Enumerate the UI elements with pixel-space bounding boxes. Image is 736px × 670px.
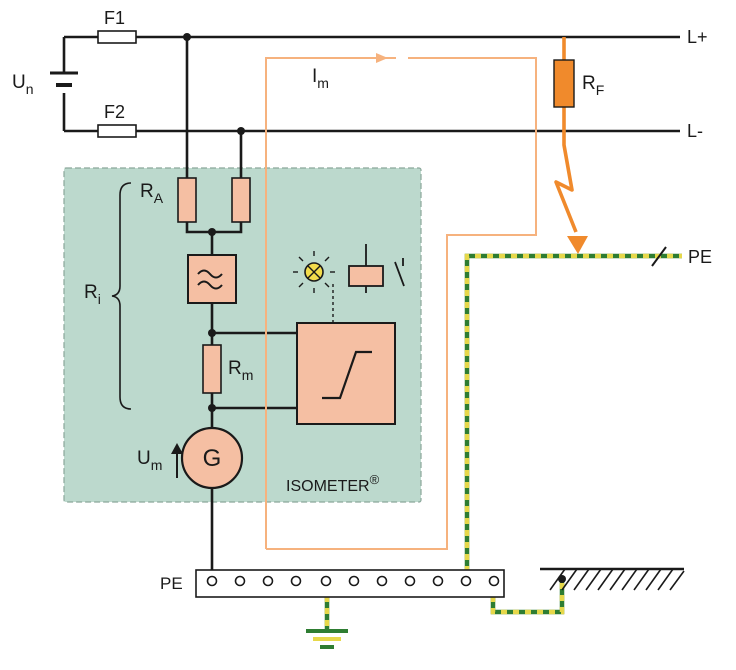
- supply-wiring: [62, 35, 680, 133]
- generator-symbol: [180, 426, 244, 490]
- label-l-minus: L-: [687, 121, 703, 141]
- um-arrow-icon: [171, 443, 183, 478]
- relay-icon: [348, 244, 405, 293]
- label-um: Um: [137, 448, 162, 473]
- resistor-ra-left: [177, 177, 197, 223]
- fault-current-arrow: [567, 236, 588, 254]
- junction-dot: [237, 127, 245, 135]
- label-f2: F2: [104, 102, 125, 122]
- fault-current-path: [554, 37, 578, 233]
- earth-electrode-symbol: [540, 567, 685, 591]
- pe-break-mark: [651, 246, 667, 267]
- fuse-f2: [97, 124, 137, 138]
- filter-block: [187, 254, 237, 304]
- label-isometer: ISOMETER®: [286, 472, 380, 495]
- label-pe-right: PE: [688, 247, 712, 267]
- label-l-plus: L+: [687, 27, 708, 47]
- label-un: Un: [12, 72, 34, 97]
- ri-brace: [111, 182, 132, 410]
- junction-dot: [208, 228, 216, 236]
- fuse-f1: [97, 30, 137, 44]
- label-f1: F1: [104, 8, 125, 28]
- junction-dot: [558, 575, 566, 583]
- label-ri: Ri: [84, 282, 101, 307]
- label-rf: RF: [582, 73, 604, 98]
- junction-dot: [208, 404, 216, 412]
- resistor-rm: [202, 344, 222, 394]
- measuring-current-arrow: [376, 53, 388, 63]
- measuring-current-path: [265, 57, 537, 550]
- resistor-rf: [553, 59, 575, 108]
- ground-symbol: [306, 629, 348, 649]
- pe-terminal-bar: [195, 569, 505, 598]
- label-im: Im: [312, 66, 329, 91]
- junction-dot: [183, 33, 191, 41]
- pe-conductor: [324, 253, 682, 631]
- label-rm: Rm: [228, 358, 253, 383]
- battery-symbol: [50, 71, 78, 87]
- alarm-lamp-icon: [293, 251, 335, 293]
- junction-dot: [208, 329, 216, 337]
- resistor-ra-right: [231, 177, 251, 223]
- label-pe-bar: PE: [160, 574, 183, 593]
- evaluation-block: [296, 322, 396, 425]
- generator-label: G: [203, 445, 222, 472]
- label-ra: RA: [140, 181, 164, 206]
